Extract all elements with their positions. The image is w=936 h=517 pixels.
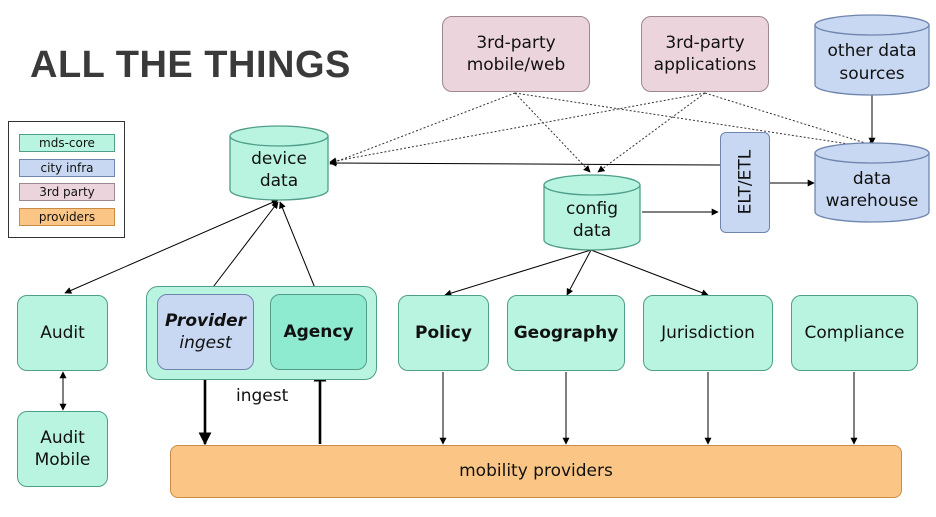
solid-connectors: [59, 95, 876, 445]
device-data-label-2: data: [260, 171, 298, 191]
legend-item-3rd-party: 3rd party: [19, 183, 115, 201]
data-warehouse-cylinder: data warehouse: [814, 142, 930, 223]
elt-etl-label: ELT/ETL: [734, 150, 755, 215]
jurisdiction-node: Jurisdiction: [643, 295, 773, 371]
provider-ingest-subtitle: ingest: [179, 333, 232, 353]
device-data-cylinder: device data: [229, 125, 329, 201]
audit-mobile-node: Audit Mobile: [17, 411, 108, 487]
page-title: ALL THE THINGS: [30, 44, 351, 86]
ingest-connectors: [198, 368, 327, 446]
policy-node: Policy: [398, 295, 489, 371]
other-data-sources-cylinder: other data sources: [814, 14, 930, 96]
data-warehouse-label-2: warehouse: [826, 191, 919, 211]
ingest-label: ingest: [236, 386, 289, 406]
audit-node: Audit: [17, 295, 108, 371]
other-sources-label-1: other data: [828, 41, 917, 61]
geography-node: Geography: [507, 295, 625, 371]
other-sources-label-2: sources: [839, 64, 904, 84]
device-data-label-1: device: [251, 149, 307, 169]
elt-etl-node: ELT/ETL: [720, 132, 770, 233]
compliance-node: Compliance: [791, 295, 918, 371]
data-warehouse-label-1: data: [853, 169, 891, 189]
provider-ingest-node: Provider ingest: [157, 294, 254, 370]
provider-ingest-title: Provider: [165, 310, 246, 331]
config-data-label-1: config: [566, 199, 618, 219]
agency-node: Agency: [270, 294, 367, 370]
config-data-label-2: data: [573, 221, 611, 241]
third-party-mobile-web-node: 3rd-party mobile/web: [442, 16, 590, 92]
config-data-cylinder: config data: [543, 174, 641, 251]
third-party-applications-node: 3rd-party applications: [641, 16, 769, 92]
legend-item-city-infra: city infra: [19, 159, 115, 177]
legend-item-mds-core: mds-core: [19, 134, 115, 152]
mobility-providers-node: mobility providers: [170, 445, 902, 498]
dotted-connectors: [329, 92, 876, 173]
